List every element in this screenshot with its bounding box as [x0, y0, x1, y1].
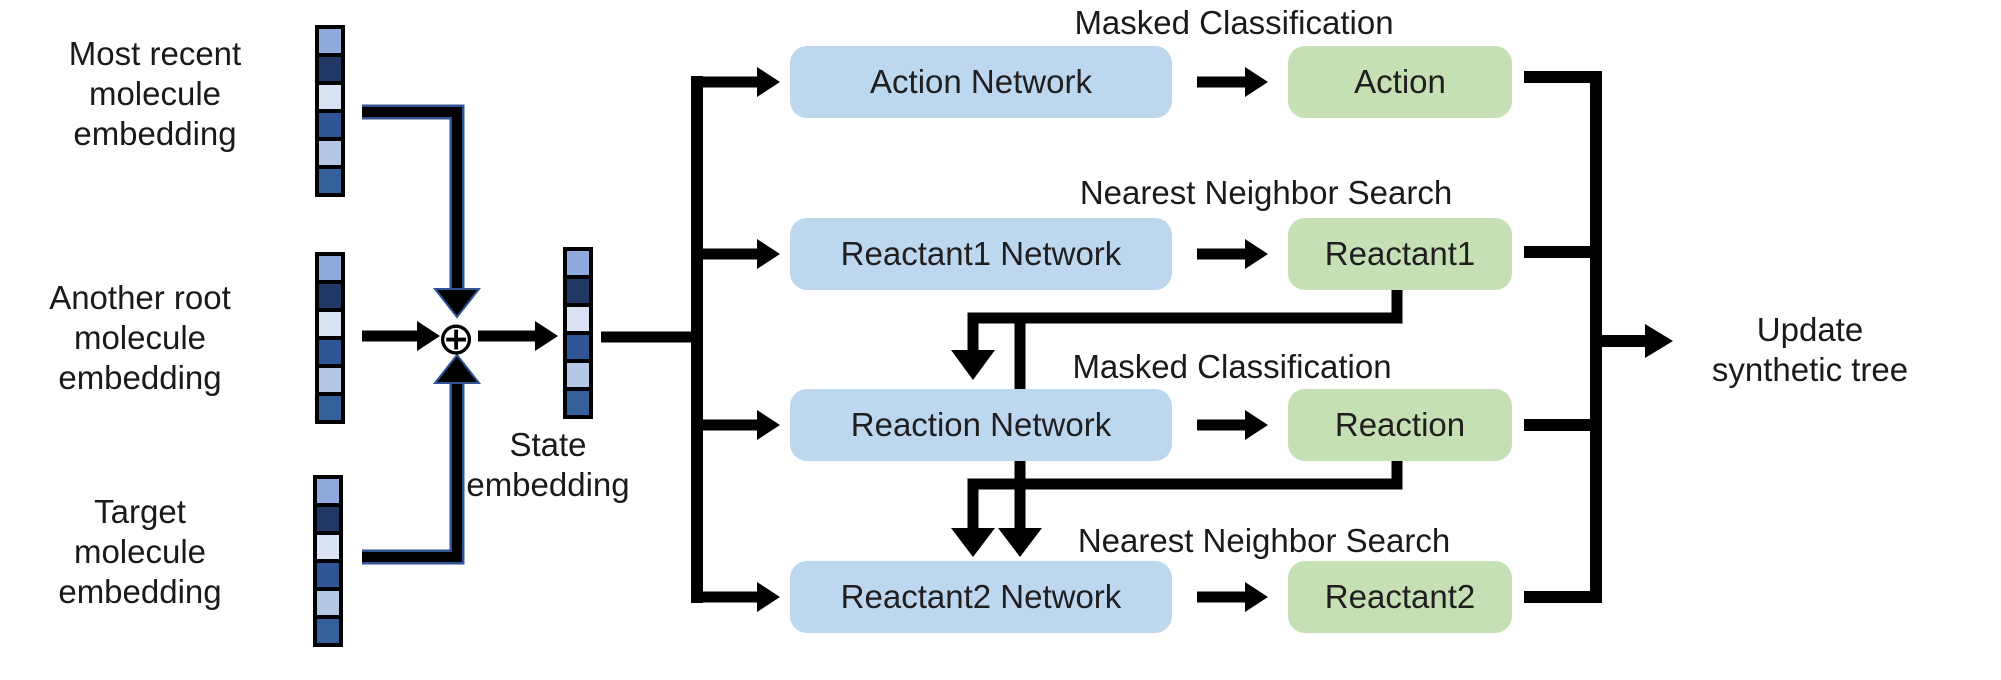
embedding-vector-another-root: [315, 252, 345, 424]
output-box-reaction: Reaction: [1288, 389, 1512, 461]
network-box-label: Reaction Network: [850, 406, 1112, 443]
vector-cell: [319, 284, 341, 308]
vector-cell: [567, 307, 589, 331]
network-box-action: Action Network: [790, 46, 1172, 118]
vector-cell: [317, 619, 339, 643]
vector-cell: [319, 312, 341, 336]
vector-cell: [317, 507, 339, 531]
label-line: synthetic tree: [1711, 351, 1909, 388]
vector-cell: [319, 368, 341, 392]
label-line: embedding: [466, 466, 630, 503]
label-line: Most recent: [68, 35, 242, 72]
network-box-label: Reactant2 Network: [840, 578, 1122, 615]
arrow-oplus-to-state: [478, 321, 558, 351]
method-label-masked-classification-1: Masked Classification: [1074, 4, 1394, 41]
vector-cell: [317, 563, 339, 587]
method-label-nearest-neighbor-2: Nearest Neighbor Search: [1077, 522, 1451, 559]
network-box-reactant2: Reactant2 Network: [790, 561, 1172, 633]
update-synthetic-tree-label: Update synthetic tree: [1680, 310, 1940, 390]
vector-cell: [319, 169, 341, 193]
network-box-label: Action Network: [870, 63, 1092, 100]
vector-cell: [319, 141, 341, 165]
label-line: embedding: [58, 573, 222, 610]
embedding-vector-most-recent: [315, 25, 345, 197]
vector-cell: [319, 29, 341, 53]
arrow-target-to-oplus: [362, 353, 482, 565]
embedding-vector-target: [313, 475, 343, 647]
vector-cell: [319, 113, 341, 137]
arrows-network-to-output: [1197, 67, 1268, 612]
label-line: embedding: [58, 359, 222, 396]
feedback-reactant1: [951, 290, 1403, 557]
arrow-another-root-to-oplus: [362, 321, 440, 351]
arrow-most-recent-to-oplus: [362, 104, 482, 319]
output-box-label: Action: [1354, 63, 1446, 100]
state-embedding-vector: [563, 247, 593, 419]
label-line: State: [509, 426, 587, 463]
output-box-label: Reactant1: [1324, 235, 1476, 272]
vector-cell: [317, 535, 339, 559]
vector-cell: [567, 279, 589, 303]
label-line: Update: [1756, 311, 1864, 348]
input-label-another-root: Another root molecule embedding: [20, 278, 260, 398]
output-box-label: Reactant2: [1324, 578, 1476, 615]
vector-cell: [317, 591, 339, 615]
vector-cell: [319, 256, 341, 280]
network-box-label: Reactant1 Network: [840, 235, 1122, 272]
feedback-reaction: [951, 457, 1403, 557]
vector-cell: [567, 391, 589, 415]
method-label-nearest-neighbor-1: Nearest Neighbor Search: [1079, 174, 1453, 211]
vector-cell: [319, 57, 341, 81]
output-box-reactant2: Reactant2: [1288, 561, 1512, 633]
vector-cell: [567, 335, 589, 359]
label-line: embedding: [73, 115, 237, 152]
vector-cell: [319, 340, 341, 364]
label-line: molecule: [88, 75, 222, 112]
collect-trunk: [1524, 71, 1673, 603]
output-box-reactant1: Reactant1: [1288, 218, 1512, 290]
oplus-concat-icon: ⊕: [437, 311, 476, 365]
vector-cell: [567, 251, 589, 275]
method-label-masked-classification-2: Masked Classification: [1072, 348, 1392, 385]
label-line: molecule: [73, 319, 207, 356]
network-box-reaction: Reaction Network: [790, 389, 1172, 461]
state-embedding-label: State embedding: [428, 425, 668, 505]
network-box-reactant1: Reactant1 Network: [790, 218, 1172, 290]
input-label-most-recent: Most recent molecule embedding: [35, 34, 275, 154]
label-line: Another root: [49, 279, 231, 316]
vector-cell: [317, 479, 339, 503]
label-line: molecule: [73, 533, 207, 570]
output-box-label: Reaction: [1334, 406, 1466, 443]
vector-cell: [319, 396, 341, 420]
output-box-action: Action: [1288, 46, 1512, 118]
fanout-trunk: [691, 67, 780, 612]
input-label-target: Target molecule embedding: [20, 492, 260, 612]
vector-cell: [567, 363, 589, 387]
label-line: Target: [94, 493, 186, 530]
vector-cell: [319, 85, 341, 109]
